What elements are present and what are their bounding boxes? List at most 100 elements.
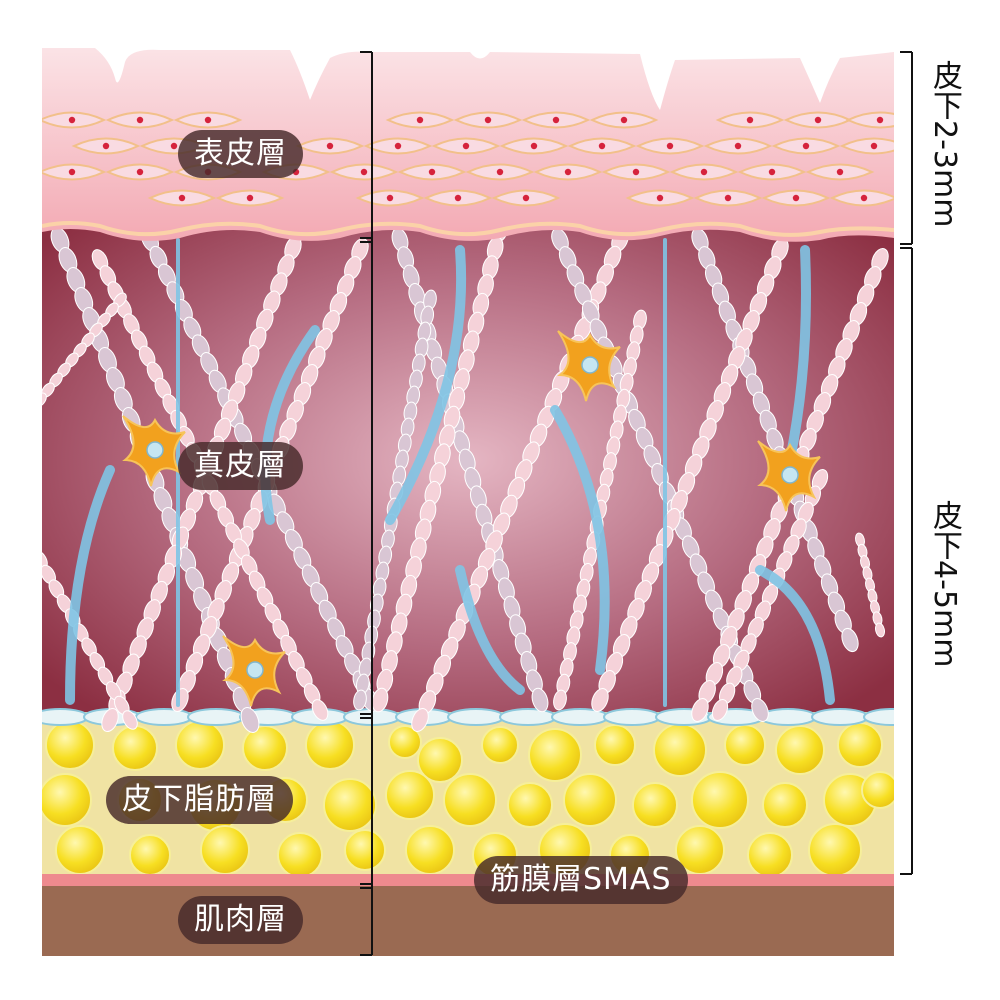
cell-nucleus: [724, 194, 732, 202]
cell-nucleus: [484, 116, 492, 124]
cell-nucleus: [68, 116, 76, 124]
fat-cell: [385, 770, 435, 820]
label-epidermis: 表皮層: [178, 130, 303, 178]
cell-nucleus: [416, 116, 424, 124]
fat-cell: [481, 726, 519, 764]
fat-cell: [808, 823, 862, 877]
cell-nucleus: [746, 116, 754, 124]
collagen-segment: [711, 699, 729, 721]
label-muscle: 肌肉層: [178, 896, 303, 944]
cell-nucleus: [136, 116, 144, 124]
fat-cell: [747, 832, 793, 878]
label-fascia-smas: 筋膜層SMAS: [474, 856, 688, 904]
collagen-segment: [841, 627, 859, 653]
cell-nucleus: [836, 168, 844, 176]
collagen-segment: [353, 689, 367, 711]
fat-cell: [653, 723, 707, 777]
epidermis-cell: [839, 137, 894, 155]
depth-marker-upper: 皮下2-3mm: [927, 60, 962, 228]
elastin-strand: [785, 245, 811, 465]
elastin-strand: [755, 565, 835, 705]
fat-cell: [417, 737, 463, 783]
fat-cell: [443, 773, 497, 827]
membrane-cell: [447, 708, 505, 726]
cell-nucleus: [860, 194, 868, 202]
fat-cell: [344, 829, 386, 871]
cell-nucleus: [136, 168, 144, 176]
fat-cell: [632, 782, 678, 828]
fibroblast-cells: [122, 330, 821, 707]
fat-cell: [837, 722, 883, 768]
cell-nucleus: [496, 168, 504, 176]
collagen-segment: [691, 698, 709, 722]
cell-nucleus: [178, 194, 186, 202]
fat-cell: [861, 771, 894, 809]
collagen-segment: [751, 698, 769, 722]
fat-cell: [528, 728, 582, 782]
epidermis-cell: [845, 111, 894, 129]
cell-nucleus: [102, 142, 110, 150]
membrane-cell: [135, 708, 193, 726]
cell-nucleus: [246, 194, 254, 202]
fat-cell: [762, 782, 808, 828]
membrane-cell: [863, 708, 894, 726]
elastin-strand: [385, 245, 467, 525]
cell-nucleus: [792, 194, 800, 202]
cell-nucleus: [700, 168, 708, 176]
fat-cell: [323, 778, 377, 832]
elastin-fibers: [65, 238, 835, 707]
cell-nucleus: [428, 168, 436, 176]
elastin-strand: [455, 565, 525, 695]
fat-cell: [563, 773, 617, 827]
cell-nucleus: [632, 168, 640, 176]
collagen-segment: [553, 689, 567, 711]
cell-nucleus: [454, 194, 462, 202]
cell-nucleus: [68, 168, 76, 176]
fat-cell: [775, 725, 825, 775]
collagen-segment: [591, 688, 609, 712]
fat-cell: [507, 782, 553, 828]
muscle-layer: [42, 886, 894, 956]
collagen-segment: [874, 622, 886, 638]
cell-nucleus: [870, 142, 878, 150]
cell-nucleus: [598, 142, 606, 150]
cell-nucleus: [768, 168, 776, 176]
cell-nucleus: [552, 116, 560, 124]
cell-nucleus: [666, 142, 674, 150]
collagen-segment: [531, 687, 549, 713]
fat-cells: [42, 720, 894, 878]
cell-nucleus: [170, 142, 178, 150]
fat-cell: [594, 724, 636, 766]
cell-nucleus: [360, 168, 368, 176]
fat-cell: [305, 720, 355, 770]
cell-nucleus: [814, 116, 822, 124]
label-dermis: 真皮層: [178, 442, 303, 490]
fat-cell: [200, 825, 250, 875]
membrane-cell: [187, 708, 245, 726]
fat-cell: [42, 773, 92, 827]
fibroblast-nucleus: [246, 661, 264, 679]
fibroblast-nucleus: [146, 441, 164, 459]
collagen-segment: [101, 707, 119, 733]
fat-cell: [691, 771, 749, 829]
cell-nucleus: [326, 142, 334, 150]
fat-cell: [45, 720, 95, 770]
fibroblast-nucleus: [581, 356, 599, 374]
layer-brackets: [360, 51, 913, 956]
cell-nucleus: [394, 142, 402, 150]
cell-nucleus: [656, 194, 664, 202]
membrane-cell: [811, 708, 869, 726]
elastin-strand: [65, 465, 115, 705]
cell-nucleus: [876, 116, 884, 124]
fat-cell: [405, 825, 455, 875]
collagen-segment: [42, 392, 47, 408]
fat-cell: [112, 725, 158, 771]
collagen-segment: [411, 708, 429, 732]
label-subcutaneous-fat: 皮下脂肪層: [106, 776, 293, 824]
fat-cell: [242, 725, 288, 771]
depth-marker-lower: 皮下4-5mm: [927, 500, 962, 668]
fat-cell: [175, 720, 225, 770]
cell-nucleus: [620, 116, 628, 124]
cell-nucleus: [734, 142, 742, 150]
